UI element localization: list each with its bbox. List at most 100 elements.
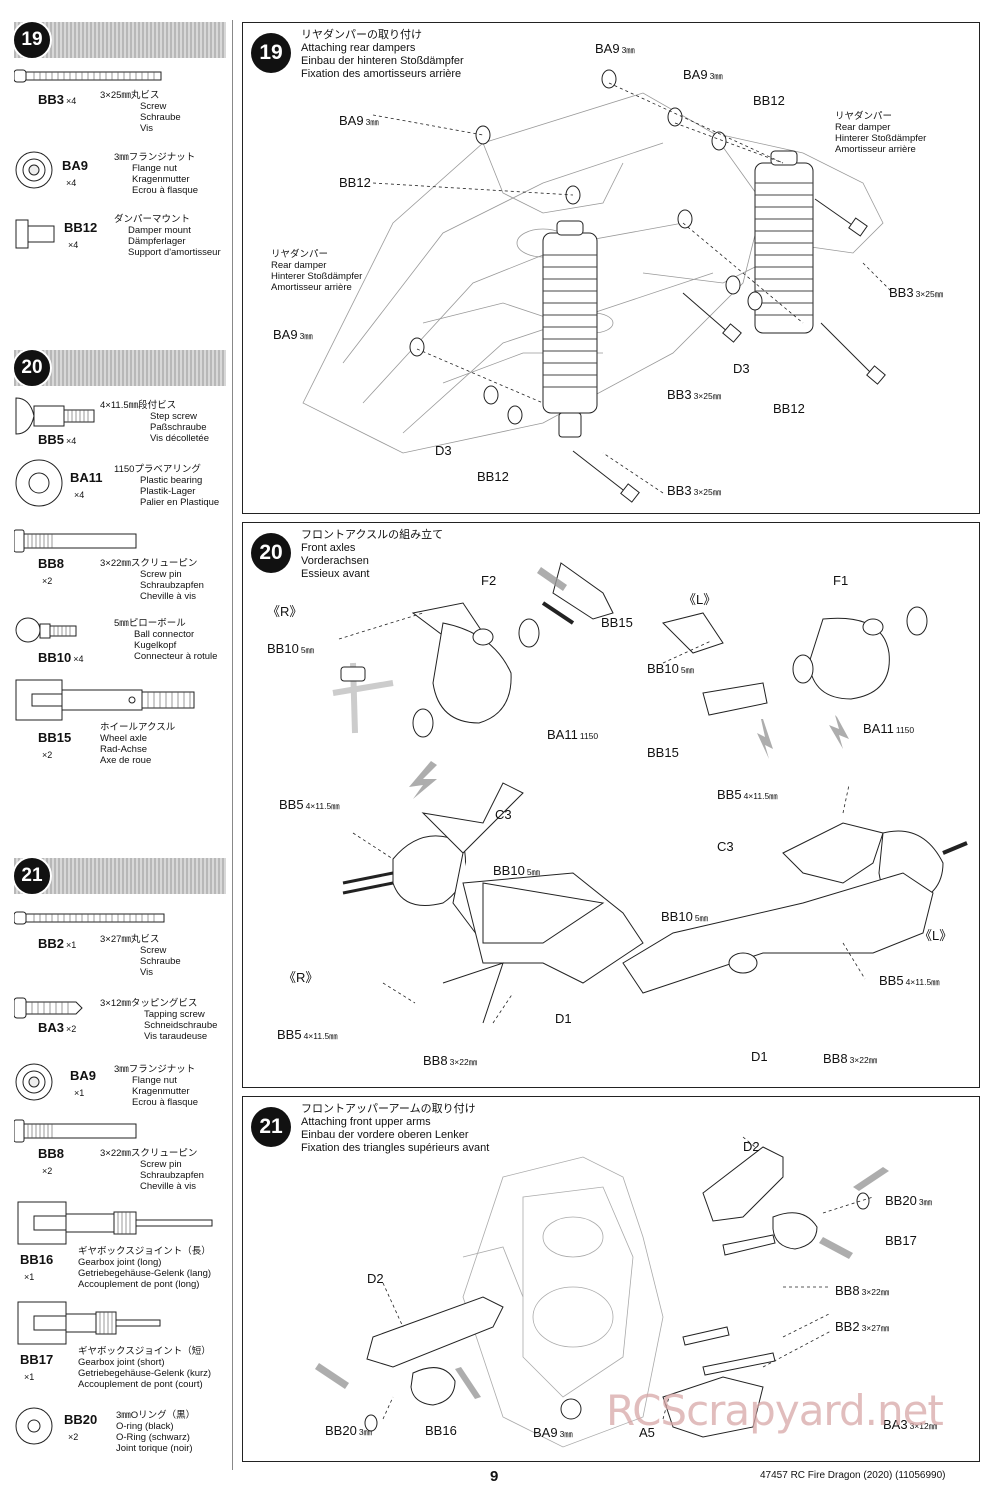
gearbox-joint-short-icon <box>17 1301 161 1345</box>
callout-bb5: BB5 <box>717 787 742 802</box>
part-code: BB2 <box>38 936 65 951</box>
label-rear-damper-jp: リヤダンパー <box>835 111 893 122</box>
part-name-jp: ホイールアクスル <box>100 722 176 733</box>
callout-bb12: BB12 <box>339 175 371 190</box>
part-bb17: BB17 ×1 ギヤボックスジョイント（短） Gearbox joint (sh… <box>14 1298 244 1394</box>
callout-bb10: BB10 <box>647 661 679 676</box>
label-rear-damper-jp: リヤダンパー <box>271 249 329 260</box>
step-title-en: Attaching front upper arms <box>301 1116 431 1128</box>
label-rear-damper-de: Hinterer Stoßdämpfer <box>835 133 927 144</box>
part-name-jp: 3㎜フランジナット <box>114 152 196 163</box>
part-code: BA11 <box>70 470 103 485</box>
label-rear-damper-fr: Amortisseur arrière <box>835 144 916 155</box>
document-reference: 47457 RC Fire Dragon (2020) (11056990) <box>760 1470 946 1481</box>
step-badge-19: 19 <box>12 20 52 60</box>
callout-bb8: BB8 <box>423 1053 448 1068</box>
wheel-axle-icon <box>15 679 195 721</box>
part-name-fr: Vis <box>140 123 154 134</box>
callout-size: 3×22㎜ <box>449 1057 478 1067</box>
part-qty: ×4 <box>66 178 77 188</box>
step-badge-20: 20 <box>12 348 52 388</box>
label-rear-damper-en: Rear damper <box>835 122 891 133</box>
label-left-side: 《L》 <box>683 592 717 607</box>
callout-size: 3×25㎜ <box>693 487 722 497</box>
callout-ba11: BA11 <box>863 721 894 736</box>
callout-size: 3×22㎜ <box>861 1287 890 1297</box>
rear-damper-left <box>542 220 598 438</box>
part-name-fr: Ecrou à flasque <box>132 1097 199 1108</box>
callout-size: 3㎜ <box>621 45 635 55</box>
part-code: BA9 <box>70 1068 97 1083</box>
callout-ba9: BA9 <box>339 113 364 128</box>
part-code: BB10 <box>38 650 72 665</box>
callout-ba9: BA9 <box>683 67 708 82</box>
part-name-jp: 3×27㎜丸ビス <box>100 934 160 945</box>
callout-size: 3㎜ <box>299 331 313 341</box>
callout-d1: D1 <box>751 1049 768 1064</box>
part-name-fr: Axe de roue <box>100 755 152 766</box>
part-qty: ×2 <box>42 1166 53 1176</box>
step-title-jp: フロントアッパーアームの取り付け <box>301 1103 476 1115</box>
part-name-en: Tapping screw <box>144 1009 205 1020</box>
part-code: BA3 <box>38 1020 65 1035</box>
part-name-en: Flange nut <box>132 1075 177 1086</box>
part-name-jp: 3×22㎜スクリューピン <box>100 1148 198 1159</box>
callout-size: 5㎜ <box>680 665 695 675</box>
callout-bb17: BB17 <box>885 1233 917 1248</box>
callout-ba9: BA9 <box>273 327 298 342</box>
callout-size: 3×27㎜ <box>861 1323 890 1333</box>
part-name-fr: Vis <box>140 967 154 978</box>
callout-size: 3㎜ <box>358 1427 373 1437</box>
part-name-en: Ball connector <box>134 629 195 640</box>
part-bb10: BB10×4 5㎜ピローボール Ball connector Kugelkopf… <box>14 614 244 670</box>
part-name-de: Schraube <box>140 956 181 967</box>
part-ba9: BA9 ×4 3㎜フランジナット Flange nut Kragenmutter… <box>14 150 244 210</box>
callout-bb10: BB10 <box>267 641 299 656</box>
part-name-de: O-Ring (schwarz) <box>116 1432 190 1443</box>
part-name-de: Schraubzapfen <box>140 1170 204 1181</box>
callout-c3: C3 <box>495 807 512 822</box>
damper-mount-icon <box>15 219 55 249</box>
part-bb12: BB12 ×4 ダンパーマウント Damper mount Dämpferlag… <box>14 212 244 272</box>
step-title-jp: リヤダンパーの取り付け <box>301 29 422 41</box>
callout-ba3: BA3 <box>883 1417 908 1432</box>
callout-ba9: BA9 <box>595 41 620 56</box>
part-name-fr: Joint torique (noir) <box>116 1443 193 1454</box>
callout-bb10: BB10 <box>493 863 525 878</box>
part-name-jp: ギヤボックスジョイント（短） <box>78 1346 211 1357</box>
step-20-badge: 20 <box>251 533 291 573</box>
part-code: BB16 <box>20 1252 54 1267</box>
callout-bb8: BB8 <box>835 1283 860 1298</box>
part-qty: ×2 <box>42 750 53 760</box>
callout-a5: A5 <box>639 1425 655 1440</box>
part-name-fr: Palier en Plastique <box>140 497 220 508</box>
part-qty: ×4 <box>68 240 79 250</box>
part-name-en: Step screw <box>150 411 197 422</box>
part-name-de: Getriebegehäuse-Gelenk (kurz) <box>78 1368 212 1379</box>
part-code: BB3 <box>38 92 65 107</box>
part-name-en: Gearbox joint (short) <box>78 1357 165 1368</box>
part-name-jp: ダンパーマウント <box>114 214 191 225</box>
rear-damper-illustration <box>302 69 894 503</box>
callout-ba11: BA11 <box>547 727 578 742</box>
part-name-fr: Support d'amortisseur <box>128 247 221 258</box>
callout-size: 4×11.5㎜ <box>743 791 778 801</box>
callout-size: 5㎜ <box>694 913 709 923</box>
callout-bb12: BB12 <box>477 469 509 484</box>
part-name-de: Schraube <box>140 112 181 123</box>
label-right-side: 《R》 <box>283 970 319 985</box>
part-bb16: BB16 ×1 ギヤボックスジョイント（長） Gearbox joint (lo… <box>14 1198 244 1294</box>
part-qty: ×1 <box>74 1088 85 1098</box>
sidebar-header-19: 19 <box>12 20 226 60</box>
step-title-fr: Essieux avant <box>301 568 370 580</box>
part-code: BB17 <box>20 1352 54 1367</box>
part-qty: ×2 <box>42 576 53 586</box>
part-name-fr: Vis taraudeuse <box>144 1031 208 1042</box>
part-name-fr: Accouplement de pont (long) <box>78 1279 200 1290</box>
part-name-jp: 3×25㎜丸ビス <box>100 90 160 101</box>
callout-size: 3㎜ <box>918 1197 933 1207</box>
part-name-jp: 4×11.5㎜段付ビス <box>100 400 177 411</box>
part-name-en: Wheel axle <box>100 733 147 744</box>
part-code: BB12 <box>64 220 98 235</box>
part-name-en: Gearbox joint (long) <box>78 1257 162 1268</box>
